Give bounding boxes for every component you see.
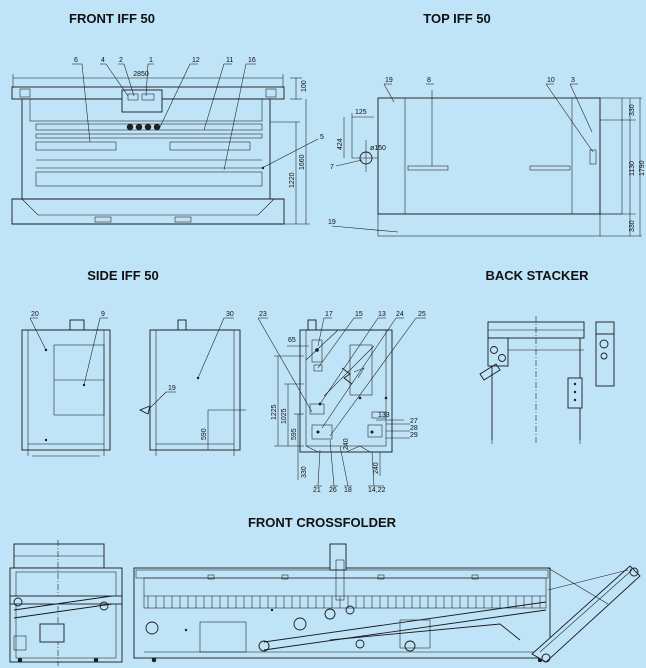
callout-9: 9	[101, 311, 105, 318]
dim-133: 133	[378, 412, 390, 419]
callout-16: 16	[248, 57, 256, 64]
callout-27: 27	[410, 418, 418, 425]
side-iff-title: SIDE IFF 50	[87, 268, 159, 283]
dim-595: 595	[291, 428, 298, 440]
front-crossfolder-title: FRONT CROSSFOLDER	[248, 515, 397, 530]
callout-21: 21	[313, 487, 321, 494]
top-iff-view: 125 424 ø150 19 8 10 3 7 19 330 1130 179…	[328, 77, 646, 237]
callout-12: 12	[192, 57, 200, 64]
dim-d150: ø150	[370, 145, 386, 152]
crossfolder-rail-ticks	[147, 596, 541, 608]
callout-top-19b: 19	[328, 219, 336, 226]
callout-2: 2	[119, 57, 123, 64]
front-iff-view: 2850 6 4 2 1	[11, 57, 324, 225]
dim-65: 65	[288, 337, 296, 344]
callout-17: 17	[325, 311, 333, 318]
callout-14-22: 14,22	[368, 487, 386, 494]
dim-330-top: 330	[629, 104, 636, 116]
dim-125: 125	[355, 109, 367, 116]
callout-25: 25	[418, 311, 426, 318]
dim-1225: 1225	[271, 404, 278, 420]
callout-1: 1	[149, 57, 153, 64]
side-iff-view-middle: 30 19 590	[138, 311, 246, 456]
callout-11: 11	[226, 57, 233, 64]
callout-4: 4	[101, 57, 105, 64]
dim-330: 330	[301, 466, 308, 478]
callout-30: 30	[226, 311, 234, 318]
callout-29: 29	[410, 432, 418, 439]
dim-330-bottom: 330	[629, 220, 636, 232]
callout-side-19: 19	[168, 385, 176, 392]
callout-24: 24	[396, 311, 404, 318]
front-iff-title: FRONT IFF 50	[69, 11, 155, 26]
side-iff-view-left: 20 9	[21, 311, 111, 457]
back-stacker-title: BACK STACKER	[485, 268, 589, 283]
dim-1220: 1220	[289, 172, 296, 188]
callout-18: 18	[344, 487, 352, 494]
callout-10: 10	[547, 77, 555, 84]
callout-3: 3	[571, 77, 575, 84]
dim-1790: 1790	[639, 160, 646, 176]
callout-15: 15	[355, 311, 363, 318]
callout-23: 23	[259, 311, 267, 318]
dim-1130: 1130	[629, 161, 636, 176]
callout-5: 5	[320, 134, 324, 141]
front-crossfolder-view	[9, 540, 641, 666]
back-stacker-view	[479, 316, 615, 444]
dim-590: 590	[201, 428, 208, 440]
side-iff-view-section: 23 17 15 13 24 25 65 1225 1025 595 330 2…	[257, 311, 426, 494]
callout-26: 26	[329, 487, 337, 494]
dim-240-inner: 240	[343, 438, 350, 450]
callout-7: 7	[330, 164, 334, 171]
dim-240-outer: 240	[373, 462, 380, 474]
dim-width-2850: 2850	[133, 71, 149, 78]
dim-100: 100	[301, 80, 308, 92]
top-iff-title: TOP IFF 50	[423, 11, 490, 26]
callout-top-19a: 19	[385, 77, 393, 84]
callout-28: 28	[410, 425, 418, 432]
dim-1660: 1660	[299, 154, 306, 170]
callout-6: 6	[74, 57, 78, 64]
dim-424: 424	[337, 138, 344, 150]
dim-1025: 1025	[281, 408, 288, 424]
callout-20: 20	[31, 311, 39, 318]
callout-13: 13	[378, 311, 386, 318]
callout-8: 8	[427, 77, 431, 84]
